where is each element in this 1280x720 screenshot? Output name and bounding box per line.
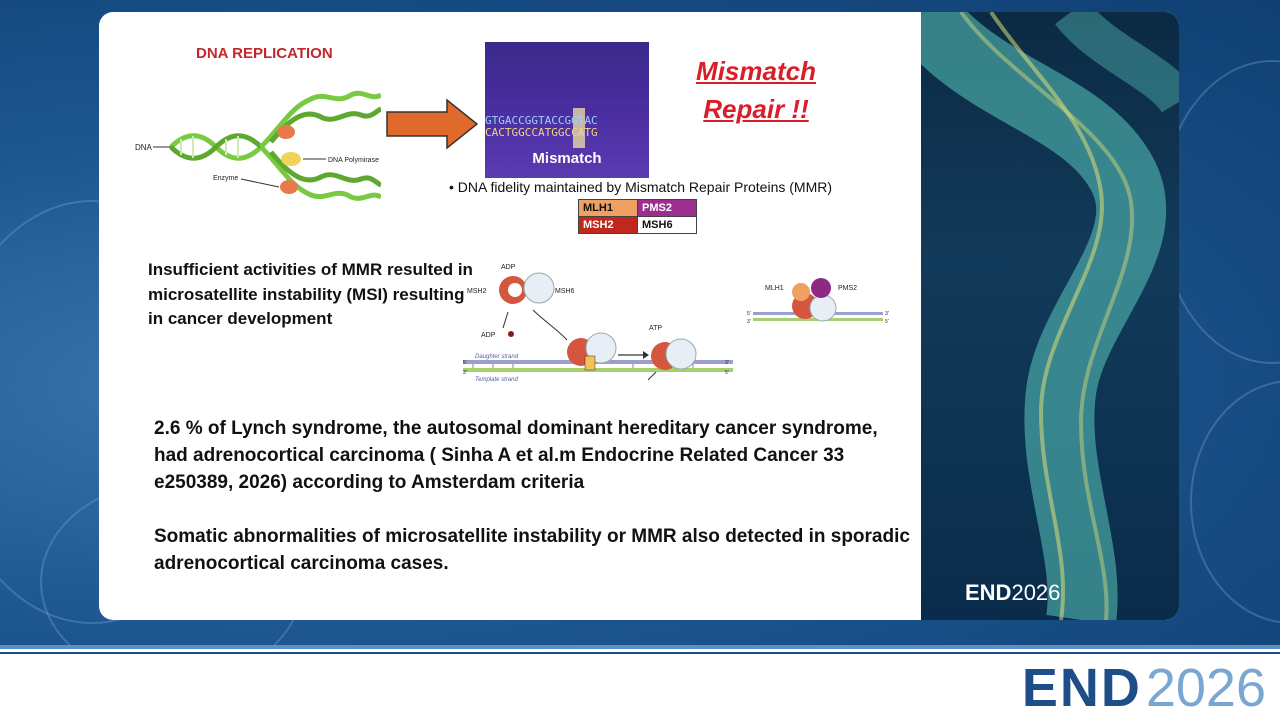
label-five-prime-top: 5' — [463, 360, 467, 366]
label-five-prime-right: 5' — [885, 319, 889, 325]
footer-logo-bold: END — [1021, 658, 1142, 718]
label-five-prime: 5' — [747, 311, 751, 317]
table-row: MLH1 PMS2 — [578, 199, 697, 217]
dna-helix-illustration — [921, 12, 1179, 620]
label-adp-top: ADP — [501, 264, 516, 271]
table-row: MSH2 MSH6 — [578, 216, 697, 234]
label-three-prime-right: 3' — [885, 311, 889, 317]
background-vein — [1190, 380, 1280, 624]
label-atp: ATP — [649, 325, 662, 332]
cell-msh6: MSH6 — [637, 216, 697, 234]
cell-mlh1: MLH1 — [578, 199, 638, 217]
mismatch-repair-line2: Repair !! — [703, 94, 809, 124]
dna-replication-diagram: DNA DNA Polymirase Enzyme — [135, 90, 381, 201]
label-mlh1: MLH1 — [765, 285, 784, 292]
mlh1-pms2-diagram: MLH1 PMS2 5' 3' 3' 5' — [747, 278, 889, 325]
label-three-prime: 3' — [747, 319, 751, 325]
mismatch-image: GTGACCGGTACCGGTAC CACTGGCCATGGCCATG Mism… — [485, 42, 649, 178]
label-three-prime-bottom: 3' — [463, 370, 467, 376]
label-dna: DNA — [135, 143, 153, 152]
mismatch-repair-line1: Mismatch — [696, 56, 816, 86]
mmr-bullet: • DNA fidelity maintained by Mismatch Re… — [449, 179, 833, 195]
side-logo-bold: END — [965, 580, 1012, 605]
right-arrow-icon — [386, 98, 479, 150]
footer — [0, 654, 1280, 720]
label-enzyme: Enzyme — [213, 175, 238, 182]
mmr-mechanism-diagram: ADP MSH2 MSH6 ADP ATP Daughter strand Te… — [463, 264, 733, 383]
side-endo-logo: END2026 — [965, 580, 1060, 606]
endo-2026-logo: END 2026 — [1022, 660, 1266, 716]
somatic-abnormalities-paragraph: Somatic abnormalities of microsatellite … — [154, 526, 910, 574]
label-msh6: MSH6 — [555, 288, 575, 295]
footer-divider — [0, 645, 1280, 649]
mismatch-highlight — [573, 108, 585, 148]
cell-msh2: MSH2 — [578, 216, 638, 234]
slide-card: DNA REPLICATION DNA DNA Polymirase Enzym… — [99, 12, 1179, 620]
sequence-top: GTGACCGGTACCGGTAC — [485, 114, 598, 127]
dna-helix-image — [921, 12, 1179, 620]
label-five-prime-bottom: 5' — [725, 370, 729, 376]
label-three-prime-top: 3' — [725, 360, 729, 366]
lynch-syndrome-paragraph: 2.6 % of Lynch syndrome, the autosomal d… — [154, 418, 878, 493]
label-template-strand: Template strand — [475, 377, 518, 383]
footer-divider-thin — [0, 652, 1280, 654]
cell-pms2: PMS2 — [637, 199, 697, 217]
label-pms2: PMS2 — [838, 285, 857, 292]
mismatch-label: Mismatch — [532, 150, 602, 167]
label-daughter-strand: Daughter strand — [475, 354, 519, 360]
dna-replication-title: DNA REPLICATION — [196, 45, 333, 62]
mismatch-repair-title: Mismatch Repair !! — [681, 52, 831, 128]
side-logo-rest: 2026 — [1011, 580, 1061, 605]
msi-description: Insufficient activities of MMR resulted … — [148, 260, 473, 328]
label-adp-left: ADP — [481, 332, 496, 339]
label-polymerase: DNA Polymirase — [328, 157, 379, 164]
sequence-bottom: CACTGGCCATGGCCATG — [485, 126, 598, 139]
mmr-protein-table: MLH1 PMS2 MSH2 MSH6 — [578, 199, 697, 234]
footer-logo-rest: 2026 — [1145, 658, 1266, 718]
label-msh2: MSH2 — [467, 288, 487, 295]
